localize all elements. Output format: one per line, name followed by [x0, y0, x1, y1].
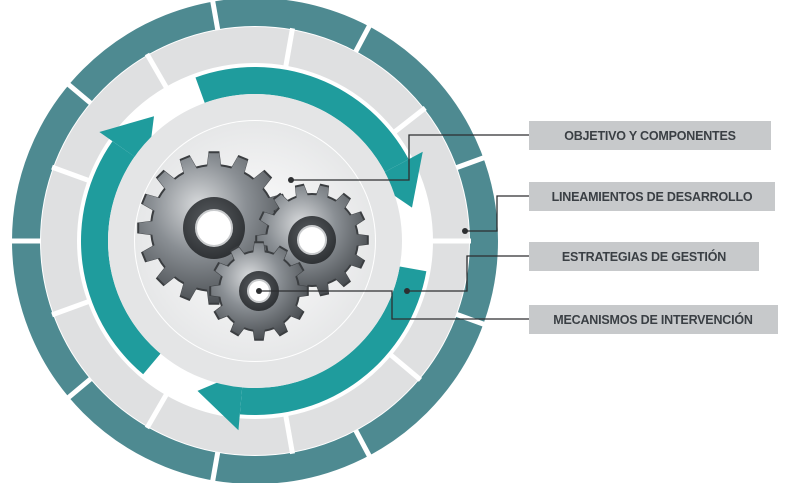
- leader-lineamientos: [465, 195, 529, 232]
- label-lineamientos-text: LINEAMIENTOS DE DESARROLLO: [552, 190, 753, 204]
- arrow-arc-0: [195, 67, 409, 172]
- label-lineamientos: LINEAMIENTOS DE DESARROLLO: [529, 182, 775, 211]
- leader-dot-objetivo: [288, 177, 294, 183]
- label-mecanismos: MECANISMOS DE INTERVENCIÓN: [529, 305, 778, 334]
- light-gap-8: [144, 52, 170, 90]
- outer-gap-1: [352, 22, 373, 55]
- light-gap-7: [51, 164, 91, 184]
- inner-ring: [108, 94, 402, 388]
- leader-dot-mecanismos: [256, 288, 262, 294]
- gear-hole-0: [195, 209, 233, 247]
- light-gap-3: [388, 352, 423, 382]
- outer-gap-8: [64, 80, 95, 107]
- light-ring-gaps: [51, 27, 471, 455]
- light-gap-1: [392, 106, 427, 135]
- outer-gap-5: [209, 449, 221, 483]
- label-estrategias: ESTRATEGIAS DE GESTIÓN: [529, 242, 759, 271]
- leader-dot-lineamientos: [462, 228, 468, 234]
- arrow-arc-2: [80, 141, 161, 375]
- outer-gap-4: [352, 427, 373, 460]
- gear-hole-1: [297, 225, 327, 255]
- leader-lines: [256, 134, 529, 320]
- label-estrategias-text: ESTRATEGIAS DE GESTIÓN: [562, 249, 726, 264]
- light-gap-5: [144, 392, 170, 430]
- arrow-arc-1: [239, 266, 427, 415]
- outer-gap-0: [209, 0, 221, 33]
- light-gap-6: [51, 298, 91, 318]
- outer-ring-gaps: [9, 0, 488, 483]
- label-objetivo-text: OBJETIVO Y COMPONENTES: [564, 129, 736, 143]
- label-objetivo: OBJETIVO Y COMPONENTES: [529, 121, 771, 150]
- leader-objetivo: [291, 134, 529, 181]
- cycle-arrows: [80, 67, 427, 431]
- outer-gap-2: [453, 154, 488, 171]
- leader-mecanismos: [259, 290, 529, 320]
- leader-estrategias: [407, 255, 529, 292]
- leader-dot-estrategias: [404, 288, 410, 294]
- light-gap-4: [283, 413, 295, 455]
- label-mecanismos-text: MECANISMOS DE INTERVENCIÓN: [553, 312, 753, 327]
- outer-gap-6: [64, 375, 95, 402]
- light-gap-0: [283, 27, 295, 69]
